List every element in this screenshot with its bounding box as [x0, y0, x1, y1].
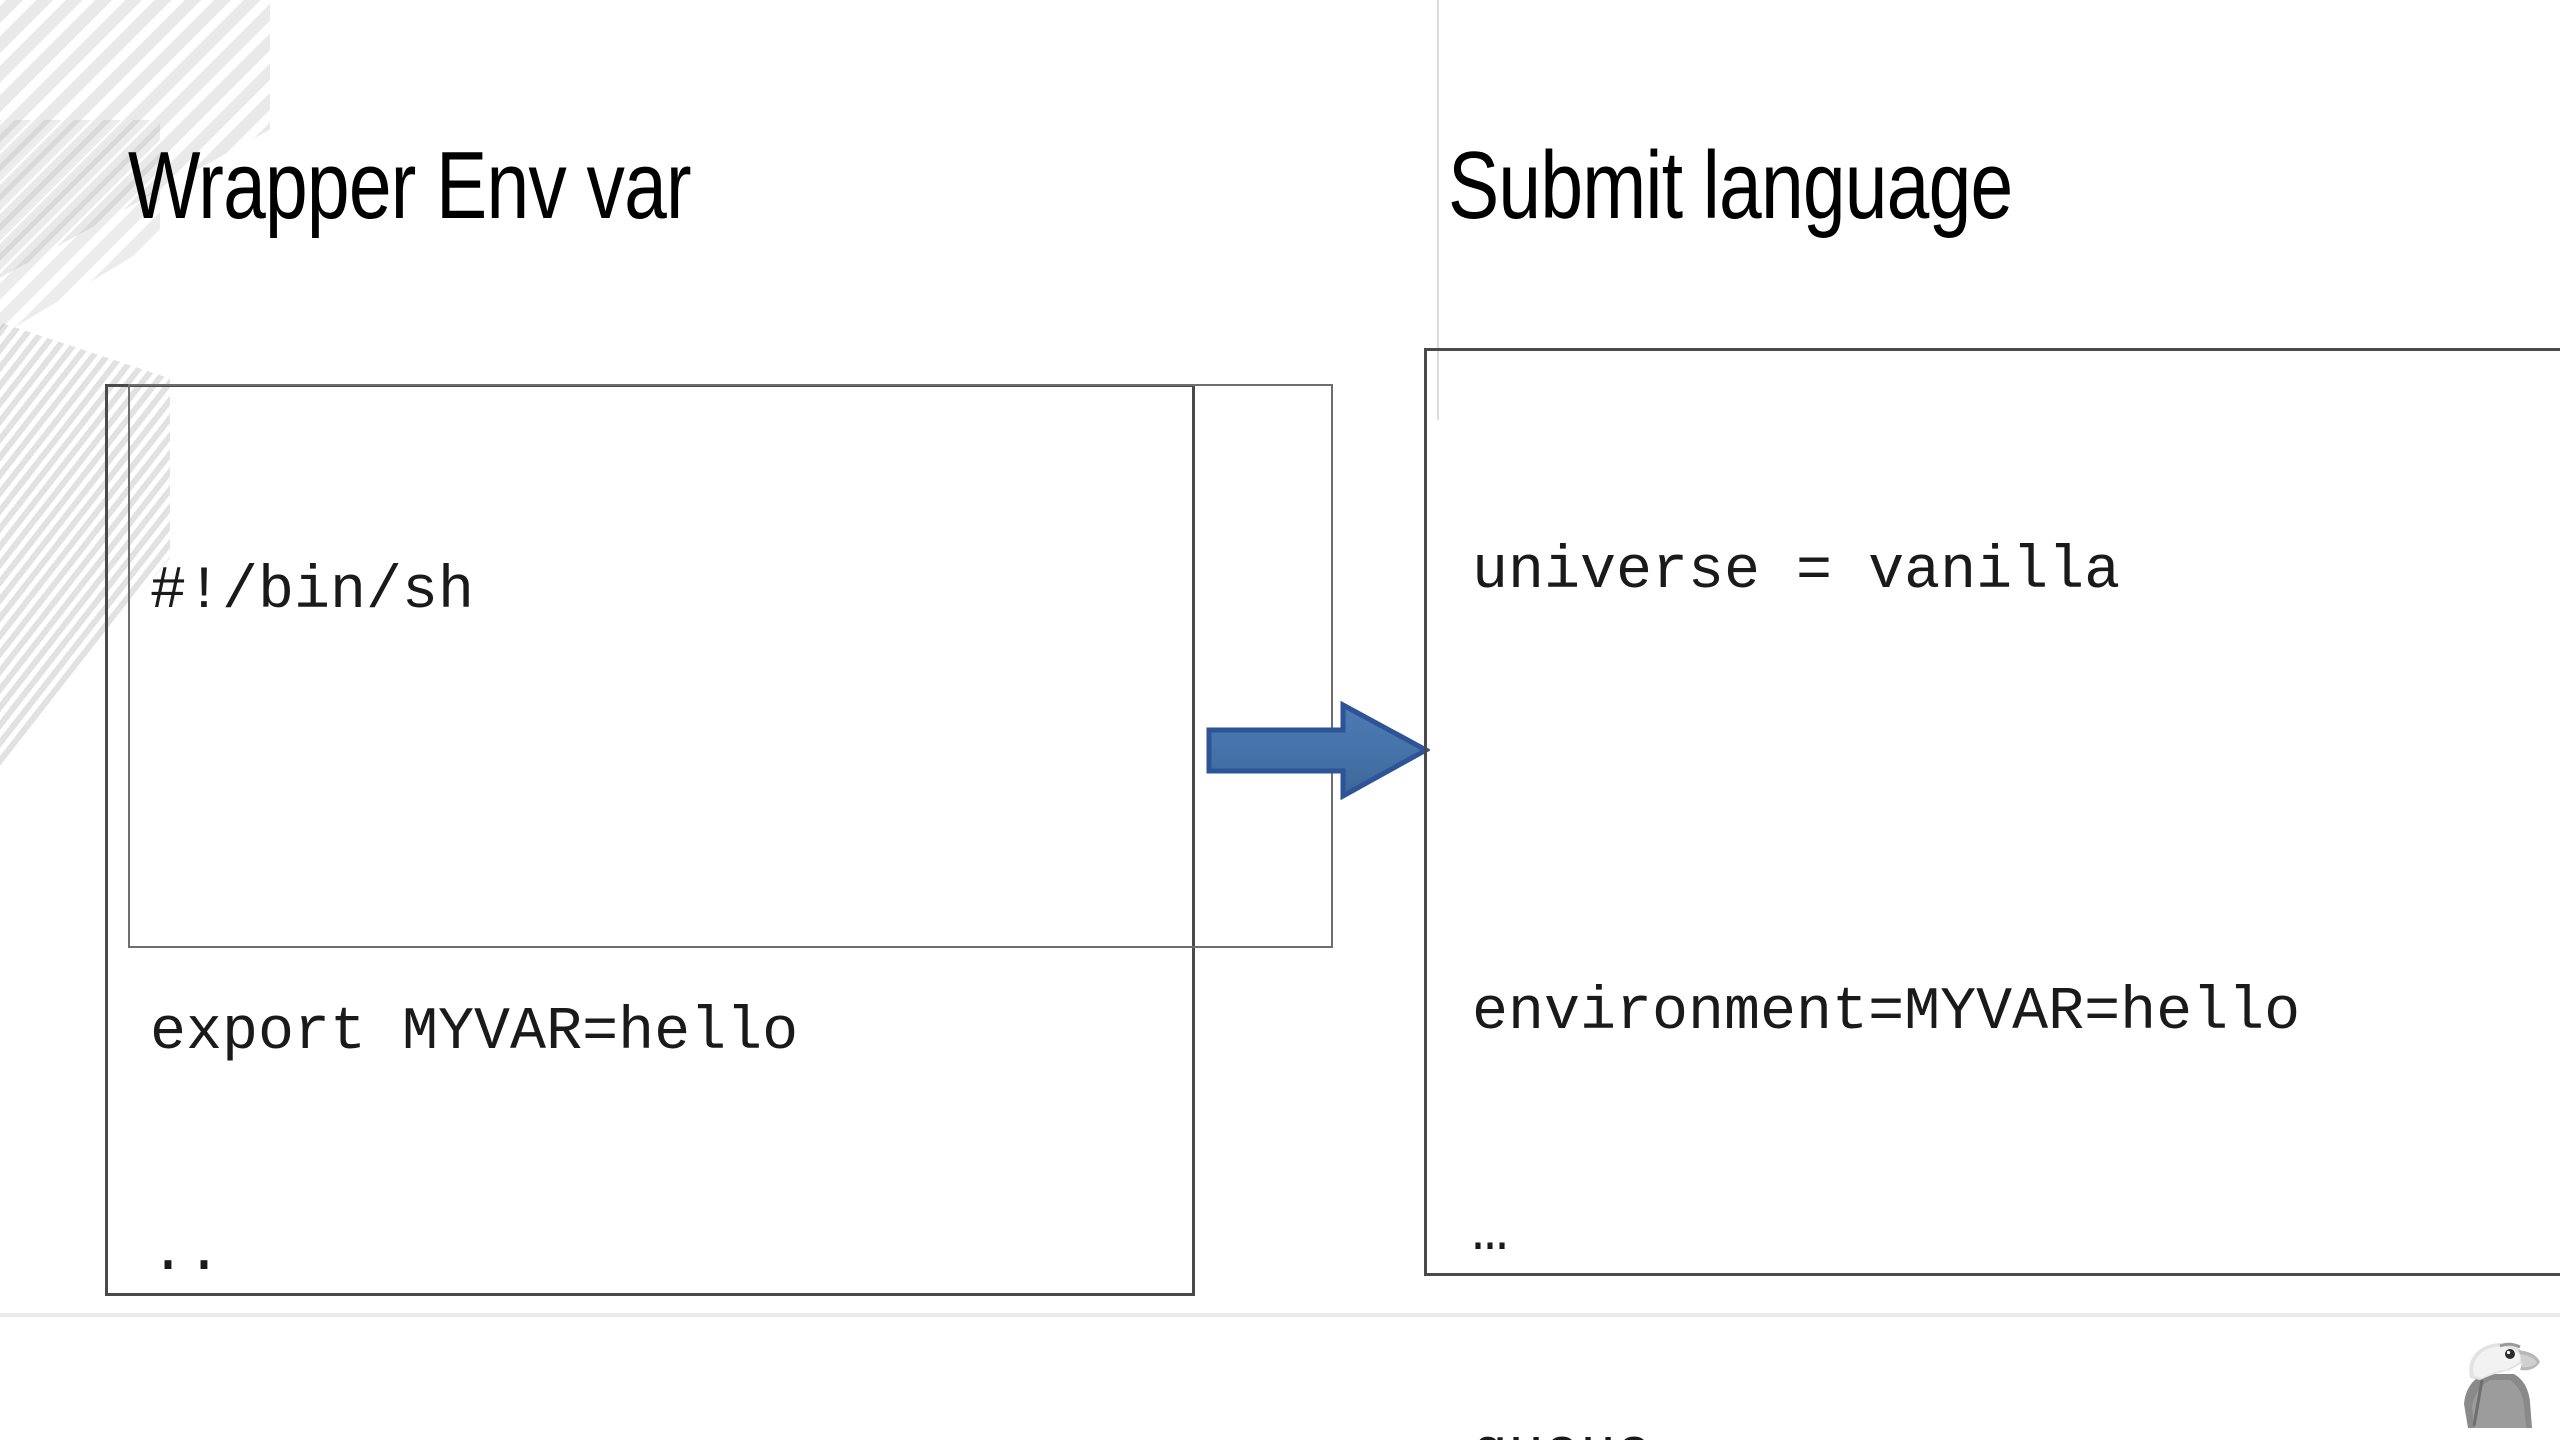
code-line: .. [150, 1219, 223, 1288]
code-line [150, 777, 798, 851]
code-line: #!/bin/sh [150, 558, 475, 627]
submit-file-code: universe = vanilla environment=MYVAR=hel… [1472, 390, 2300, 1440]
column-divider [1437, 0, 1439, 420]
right-content-box [1424, 348, 2560, 1276]
code-line [1472, 757, 2300, 831]
eagle-logo-icon [2464, 1342, 2540, 1428]
code-line: universe = vanilla [1472, 538, 2121, 607]
code-line: queue [1472, 1418, 2300, 1440]
left-inner-code-box [128, 384, 1333, 948]
right-panel-title: Submit language [1448, 132, 2013, 239]
left-panel-title: Wrapper Env var [128, 132, 692, 239]
code-line: environment=MYVAR=hello [1472, 979, 2301, 1048]
right-arrow-icon [1206, 700, 1430, 801]
code-line: … [1472, 1199, 1509, 1268]
code-line: export MYVAR=hello [150, 999, 799, 1068]
footer-rule [0, 1313, 2560, 1317]
wrapper-script-code: #!/bin/sh export MYVAR=hello .. [150, 410, 798, 1438]
